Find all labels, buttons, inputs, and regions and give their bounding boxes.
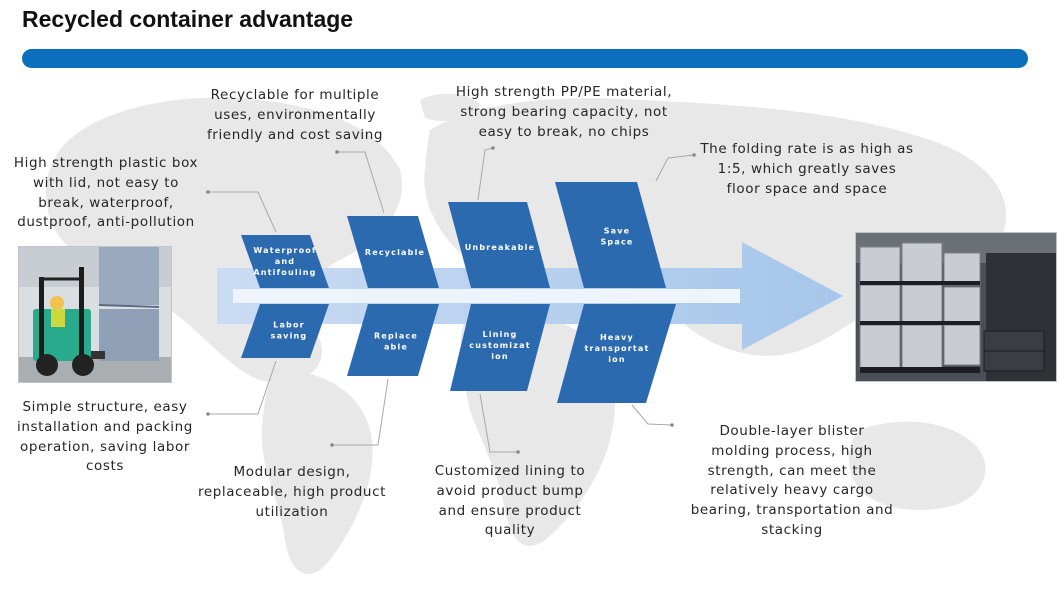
desc-lining: Customized lining to avoid product bump … — [434, 463, 586, 539]
segment-label-line: Space — [600, 238, 633, 247]
segment-label-line: saving — [271, 332, 308, 341]
segment-label-line: ion — [491, 352, 509, 361]
desc-labor-saving: Simple structure, easy installation and … — [17, 399, 193, 475]
segment-label-heavy: Heavy transportat ion — [584, 333, 649, 364]
desc-heavy: Double-layer blister molding process, hi… — [690, 423, 894, 538]
segment-label-line: Recyclable — [365, 248, 425, 257]
segment-label-recyclable: Recyclable — [365, 248, 425, 257]
leader-dot — [692, 153, 696, 157]
segment-labor-saving — [241, 304, 329, 358]
leader-dot — [491, 146, 495, 150]
leader-dot — [670, 423, 674, 427]
segment-label-line: Save — [604, 227, 631, 236]
segment-label-lining: Lining customizat ion — [469, 330, 530, 361]
segment-label-line: Labor — [273, 321, 305, 330]
desc-recyclable: Recyclable for multiple uses, environmen… — [206, 87, 384, 143]
segment-label-line: able — [384, 343, 408, 352]
segment-replaceable — [347, 304, 439, 376]
segment-label-line: ion — [608, 355, 626, 364]
segment-label-replaceable: Replace able — [374, 332, 418, 352]
leader-dot — [516, 450, 520, 454]
leader-dot — [206, 190, 210, 194]
leader-line-replaceable — [332, 378, 389, 446]
leader-line-heavy — [631, 404, 673, 426]
segment-heavy — [557, 304, 676, 403]
segment-label-line: Unbreakable — [465, 243, 536, 252]
segment-label-line: Antifouling — [253, 268, 316, 277]
segment-label-unbreakable: Unbreakable — [465, 243, 536, 252]
segment-unbreakable — [448, 202, 550, 288]
segment-label-line: Replace — [374, 332, 418, 341]
segment-label-line: and — [275, 257, 295, 266]
desc-replaceable: Modular design, replaceable, high produc… — [197, 464, 386, 520]
segment-lining — [450, 304, 550, 391]
leader-line-waterproof — [208, 191, 277, 233]
segment-save-space — [555, 182, 666, 288]
segment-label-line: Lining — [483, 330, 518, 339]
leader-dot — [206, 412, 210, 416]
stacked-containers-photo — [855, 232, 1057, 382]
arrow-spine — [233, 289, 740, 303]
leader-line-lining — [479, 393, 518, 453]
segment-label-line: transportat — [584, 344, 649, 353]
leader-line-save-space — [655, 154, 695, 182]
leader-dot — [335, 150, 339, 154]
leader-line-labor-saving — [208, 360, 277, 415]
desc-save-space: The folding rate is as high as 1:5, whic… — [700, 141, 914, 197]
leader-dot — [330, 443, 334, 447]
desc-unbreakable: High strength PP/PE material, strong bea… — [455, 84, 673, 140]
segment-waterproof — [241, 235, 329, 288]
segment-label-line: Heavy — [600, 333, 634, 342]
title-underline-bar — [22, 49, 1028, 68]
segment-label-line: customizat — [469, 341, 530, 350]
leader-line-recyclable — [337, 151, 385, 214]
page-title: Recycled container advantage — [22, 6, 354, 32]
segment-label-line: Waterproof — [253, 246, 316, 255]
segment-label-labor-saving: Labor saving — [271, 321, 308, 341]
segment-recyclable — [347, 216, 439, 288]
forklift-container-photo — [18, 246, 172, 383]
desc-waterproof: High strength plastic box with lid, not … — [13, 155, 199, 231]
leader-line-unbreakable — [477, 147, 494, 201]
